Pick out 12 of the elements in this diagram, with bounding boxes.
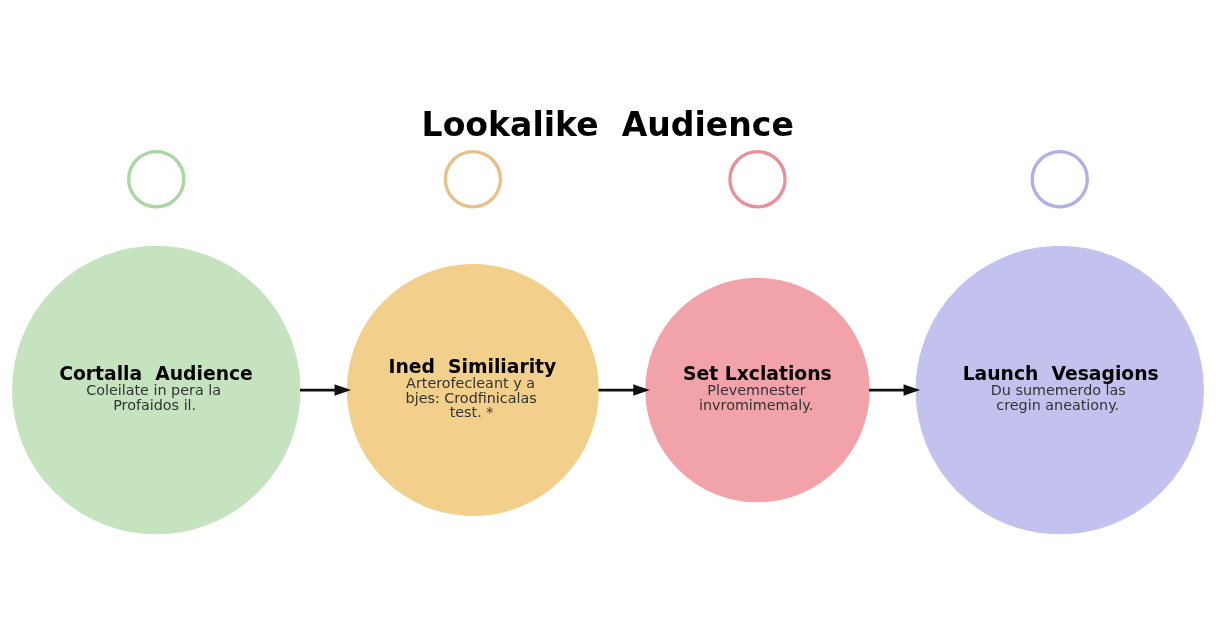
node-circle bbox=[1030, 150, 1089, 209]
arrow bbox=[300, 384, 352, 396]
node-circle: Ined Similiarity Arterofecleant y a bjes: Crodfinicalas test. * bbox=[346, 264, 599, 516]
node-circle: Set Lxclations Plevemnester invromimemaly. bbox=[645, 277, 870, 503]
node-circle: Launch Vesagions Du sumemerdo las cregin aneationy. bbox=[915, 245, 1204, 535]
arrow bbox=[598, 384, 650, 396]
diagram-title: Lookalike Audience bbox=[421, 105, 794, 145]
arrow bbox=[869, 384, 921, 396]
node-circle bbox=[127, 150, 186, 209]
node-circle bbox=[728, 150, 787, 209]
node-circle: Cortalla Audience Coleilate in pera la Profaidos il. bbox=[12, 245, 301, 535]
node-circle bbox=[443, 150, 503, 209]
